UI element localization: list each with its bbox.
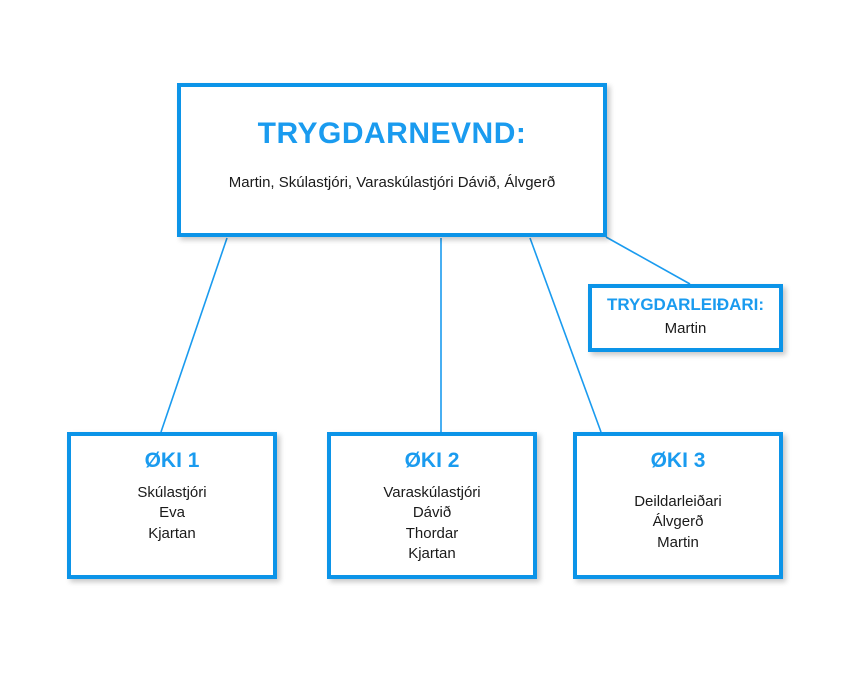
member-item: Álvgerð <box>652 513 704 531</box>
member-item: Martin <box>657 533 699 551</box>
node-oki-3-title: ØKI 3 <box>650 449 706 472</box>
node-oki-2-title: ØKI 2 <box>404 449 460 472</box>
node-trygdarleidari-members: Martin <box>665 319 707 339</box>
node-oki-1[interactable]: ØKI 1 Skúlastjóri Eva Kjartan <box>67 432 277 579</box>
node-oki-1-members: Skúlastjóri Eva Kjartan <box>137 483 206 544</box>
node-trygdarleidari[interactable]: TRYGDARLEIÐARI: Martin <box>588 284 783 352</box>
node-oki-3[interactable]: ØKI 3 Deildarleiðari Álvgerð Martin <box>573 432 783 579</box>
connector-board-to-area1 <box>160 237 228 433</box>
node-trygdarleidari-title: TRYGDARLEIÐARI: <box>606 295 765 314</box>
node-trygdarnevnd[interactable]: TRYGDARNEVND: Martin, Skúlastjóri, Varas… <box>177 83 607 237</box>
member-item: Kjartan <box>408 544 456 562</box>
member-item: Kjartan <box>148 524 196 542</box>
member-item: Dávið <box>412 504 452 522</box>
connector-board-to-area3 <box>529 237 602 433</box>
member-item: Martin <box>664 319 707 337</box>
member-item: Eva <box>159 504 185 522</box>
node-trygdarnevnd-members: Martin, Skúlastjóri, Varaskúlastjóri Dáv… <box>229 173 556 193</box>
member-item: Thordar <box>405 524 459 542</box>
member-item: Martin, Skúlastjóri, Varaskúlastjóri Dáv… <box>228 174 556 191</box>
node-trygdarnevnd-title: TRYGDARNEVND: <box>257 117 527 150</box>
node-oki-1-title: ØKI 1 <box>144 449 200 472</box>
member-item: Varaskúlastjóri <box>383 484 481 502</box>
member-item: Skúlastjóri <box>137 484 207 502</box>
node-oki-2-members: Varaskúlastjóri Dávið Thordar Kjartan <box>383 483 480 564</box>
node-oki-2[interactable]: ØKI 2 Varaskúlastjóri Dávið Thordar Kjar… <box>327 432 537 579</box>
member-item: Deildarleiðari <box>634 493 722 511</box>
node-oki-3-members: Deildarleiðari Álvgerð Martin <box>634 492 722 553</box>
connector-board-to-leader <box>605 236 691 285</box>
